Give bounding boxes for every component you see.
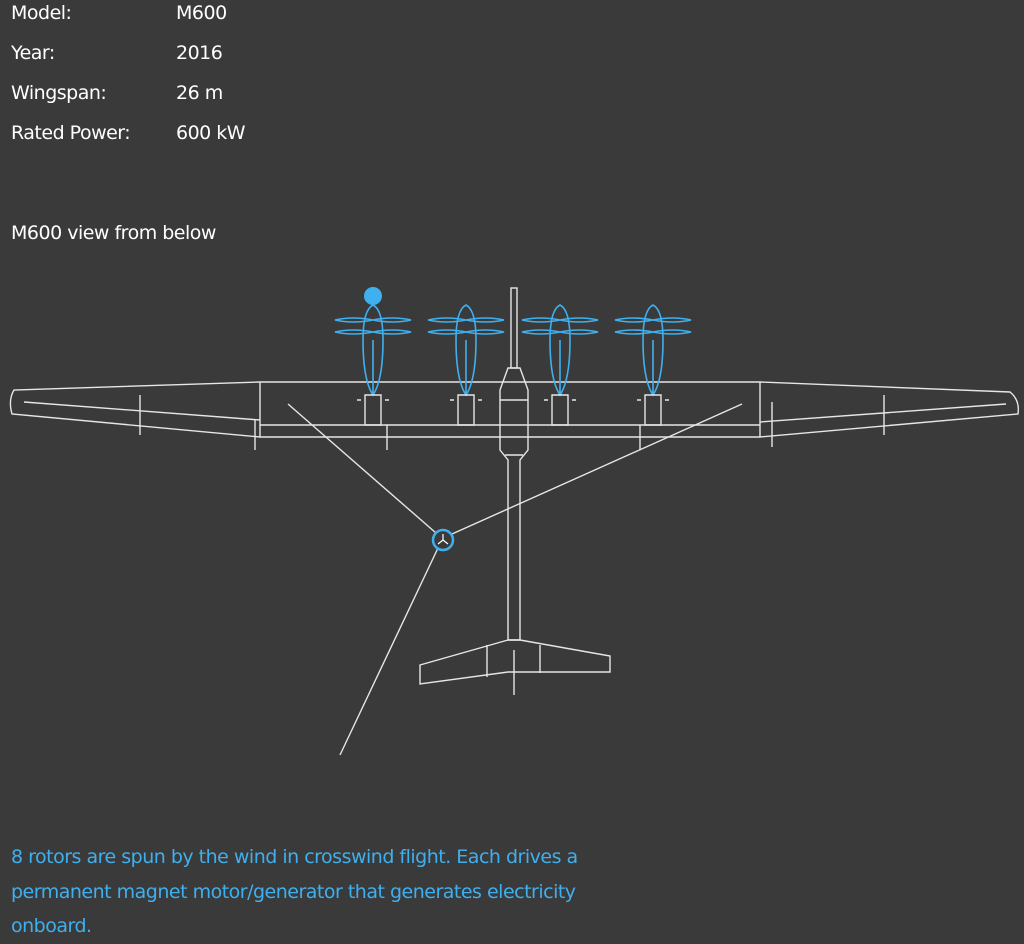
tether-bridle-point-icon <box>431 528 455 552</box>
spec-value: 600 kW <box>176 122 246 144</box>
spec-label: Model: <box>11 2 72 24</box>
fuselage <box>499 287 529 641</box>
tail <box>419 639 611 695</box>
tether-lines <box>287 403 743 756</box>
spec-row-year: Year: 2016 <box>11 42 223 64</box>
rotor-pod <box>521 304 599 426</box>
spec-value: 26 m <box>176 82 223 104</box>
rotor-pod <box>334 304 412 426</box>
spec-row-wingspan: Wingspan: 26 m <box>11 82 223 104</box>
wing <box>9 381 1020 450</box>
spec-label: Year: <box>11 42 55 64</box>
spec-value: M600 <box>176 2 227 24</box>
rotor-pods <box>334 304 692 426</box>
spec-label: Wingspan: <box>11 82 107 104</box>
spec-label: Rated Power: <box>11 122 131 144</box>
spec-row-rated-power: Rated Power: 600 kW <box>11 122 246 144</box>
rotor-pod <box>427 304 505 426</box>
highlight-dot-icon <box>364 287 382 305</box>
rotor-description: 8 rotors are spun by the wind in crosswi… <box>11 846 578 937</box>
spec-row-model: Model: M600 <box>11 2 227 24</box>
spec-value: 2016 <box>176 42 223 64</box>
rotor-pod <box>614 304 692 426</box>
diagram-caption: M600 view from below <box>11 222 216 244</box>
